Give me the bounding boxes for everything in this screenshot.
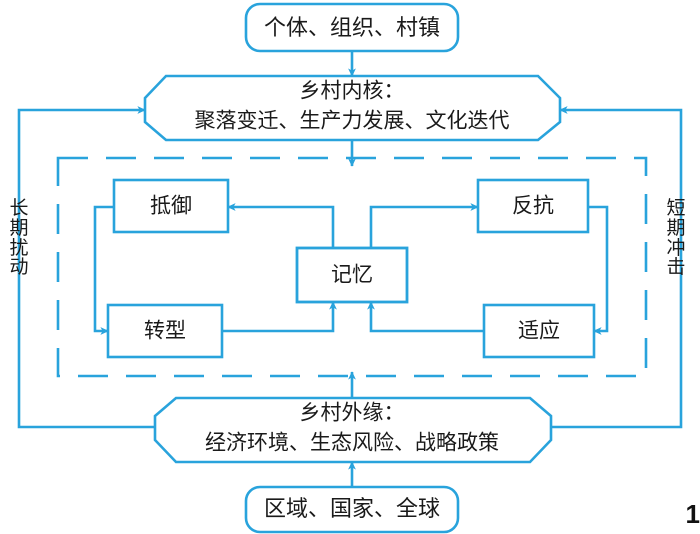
node-bottom-scales[interactable]: 区域、国家、全球 bbox=[244, 485, 460, 534]
node-resist-shape bbox=[112, 178, 230, 234]
node-transform[interactable]: 转型 bbox=[106, 303, 224, 359]
node-bottom-scales-shape bbox=[244, 485, 460, 534]
node-top-actors[interactable]: 个体、组织、村镇 bbox=[244, 2, 460, 53]
label-right-char-1: 期 bbox=[666, 217, 686, 239]
node-bottom-scales-label: 区域、国家、全球 bbox=[264, 496, 440, 521]
node-periphery-line1: 乡村外缘： bbox=[300, 402, 405, 425]
node-transform-shape bbox=[106, 303, 224, 359]
node-top-actors-label: 个体、组织、村镇 bbox=[264, 15, 440, 40]
node-memory-label: 记忆 bbox=[331, 264, 373, 287]
node-core[interactable]: 乡村内核： 聚落变迁、生产力发展、文化迭代 bbox=[143, 74, 562, 142]
edge-rebel-to-adapt bbox=[588, 205, 609, 335]
edge-resist-to-transform bbox=[93, 205, 114, 335]
node-adapt-shape bbox=[482, 303, 596, 359]
label-left-char-2: 扰 bbox=[9, 237, 29, 259]
node-rebel[interactable]: 反抗 bbox=[476, 178, 590, 234]
node-adapt[interactable]: 适应 bbox=[482, 303, 596, 359]
node-memory[interactable]: 记忆 bbox=[295, 246, 409, 304]
node-top-actors-shape bbox=[244, 2, 460, 53]
node-core-shape bbox=[143, 74, 562, 142]
label-left-char-1: 期 bbox=[9, 217, 29, 239]
node-memory-shape bbox=[295, 246, 409, 304]
edge-adapt-to-memory bbox=[367, 301, 484, 333]
label-long-term-disturbance: 长 期 扰 动 bbox=[6, 199, 32, 278]
node-adapt-label: 适应 bbox=[518, 320, 560, 343]
node-rebel-label: 反抗 bbox=[512, 195, 554, 218]
node-resist[interactable]: 抵御 bbox=[112, 178, 230, 234]
edge-left-longterm-loop-up bbox=[17, 106, 155, 429]
label-right-char-3: 击 bbox=[666, 257, 686, 279]
figure-number: 1 bbox=[685, 499, 700, 529]
node-periphery-shape bbox=[153, 396, 553, 464]
label-short-term-shock: 短 期 冲 击 bbox=[663, 199, 689, 278]
label-left-char-3: 动 bbox=[9, 257, 29, 279]
label-right-char-0: 短 bbox=[666, 198, 686, 219]
edge-memory-to-resist bbox=[227, 203, 335, 248]
node-resist-label: 抵御 bbox=[150, 195, 192, 218]
node-periphery-line2: 经济环境、生态风险、战略政策 bbox=[205, 432, 499, 455]
resilience-system-boundary bbox=[56, 156, 648, 378]
node-core-line2: 聚落变迁、生产力发展、文化迭代 bbox=[195, 110, 510, 133]
node-core-line1: 乡村内核： bbox=[300, 80, 405, 103]
edge-transform-to-memory bbox=[222, 301, 337, 333]
edge-memory-to-rebel bbox=[369, 203, 479, 248]
node-transform-label: 转型 bbox=[144, 320, 186, 343]
node-periphery[interactable]: 乡村外缘： 经济环境、生态风险、战略政策 bbox=[153, 396, 553, 464]
node-rebel-shape bbox=[476, 178, 590, 234]
label-right-char-2: 冲 bbox=[666, 237, 686, 259]
label-left-char-0: 长 bbox=[9, 198, 29, 219]
edge-right-shortterm-loop-up bbox=[548, 106, 683, 429]
